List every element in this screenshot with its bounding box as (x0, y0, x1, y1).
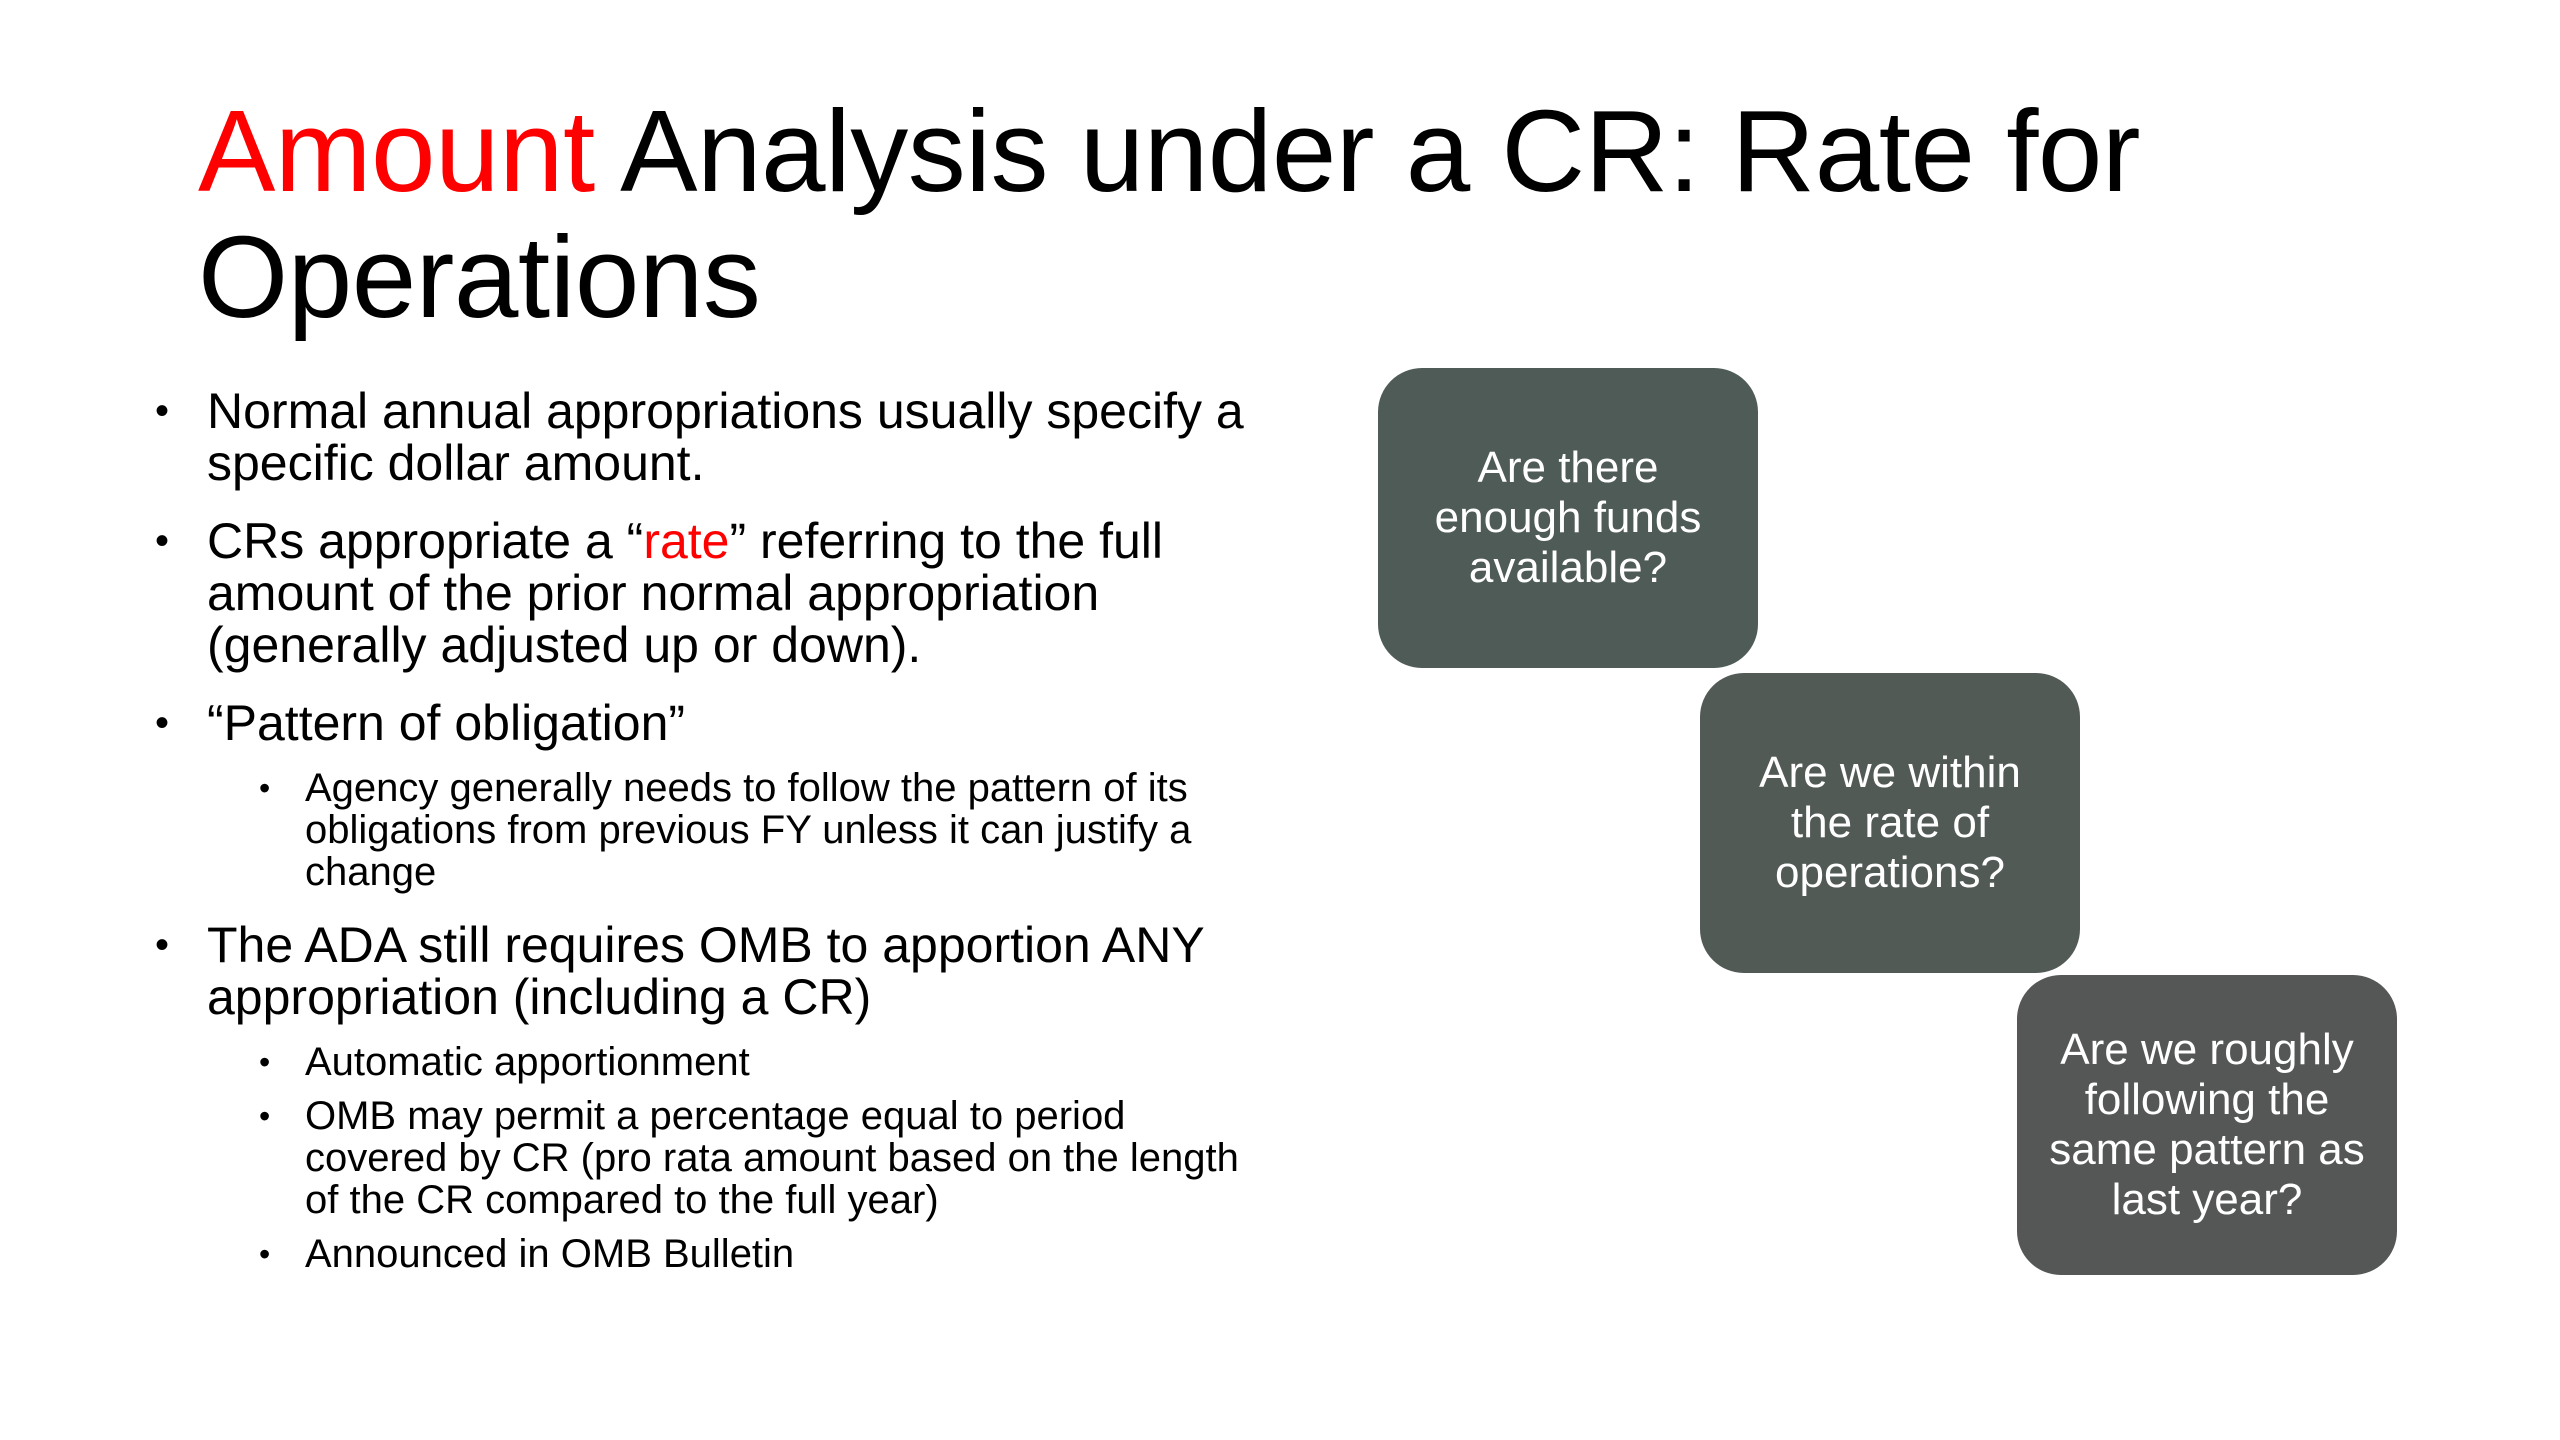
bullet-item: The ADA still requires OMB to apportion … (155, 919, 1275, 1275)
question-text: Are we within the rate of operations? (1759, 748, 2021, 897)
sub-bullet-list: Agency generally needs to follow the pat… (207, 767, 1275, 893)
sub-bullet-item: Announced in OMB Bulletin (207, 1233, 1275, 1275)
slide-title: Amount Analysis under a CR: Rate for Ope… (198, 88, 2348, 340)
bullet-text: “Pattern of obligation” (207, 695, 686, 751)
bullet-list: Normal annual appropriations usually spe… (155, 385, 1275, 1301)
bullet-text-post: ” referring to the full amount of the pr… (207, 513, 1164, 673)
bullet-item: Normal annual appropriations usually spe… (155, 385, 1275, 489)
question-box-pattern: Are we roughly following the same patter… (2017, 975, 2397, 1275)
bullet-accent-word: rate (643, 513, 730, 569)
question-text: Are we roughly following the same patter… (2049, 1025, 2365, 1224)
sub-bullet-item: OMB may permit a percentage equal to per… (207, 1095, 1275, 1221)
question-box-rate: Are we within the rate of operations? (1700, 673, 2080, 973)
bullet-item: “Pattern of obligation” Agency generally… (155, 697, 1275, 893)
bullet-item: CRs appropriate a “rate” referring to th… (155, 515, 1275, 671)
title-accent-word: Amount (198, 86, 595, 216)
title-rest: Analysis under a CR: Rate for Operations (198, 86, 2141, 342)
sub-bullet-list: Automatic apportionment OMB may permit a… (207, 1041, 1275, 1275)
bullet-text: The ADA still requires OMB to apportion … (207, 917, 1204, 1025)
question-box-funds: Are there enough funds available? (1378, 368, 1758, 668)
bullet-text: Normal annual appropriations usually spe… (207, 383, 1244, 491)
question-text: Are there enough funds available? (1434, 443, 1702, 592)
sub-bullet-item: Automatic apportionment (207, 1041, 1275, 1083)
bullet-text-pre: CRs appropriate a “ (207, 513, 644, 569)
sub-bullet-item: Agency generally needs to follow the pat… (207, 767, 1275, 893)
